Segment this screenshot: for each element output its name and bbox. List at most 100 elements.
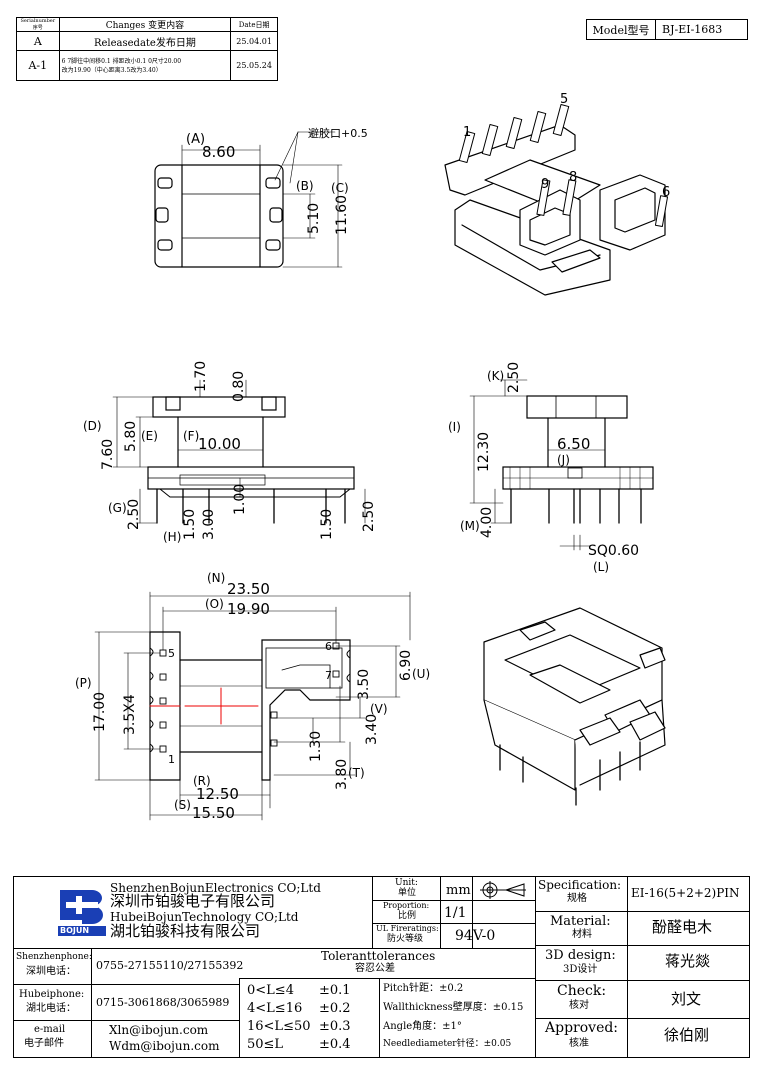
rev-row-a1-change: 6 7脚往中间移0.1 排距改小0.1 0尺寸20.00 改为19.90（中心距… [58, 50, 232, 81]
material-label-cn: 材料 [572, 929, 592, 940]
rev-row-a1-change-line1: 6 7脚往中间移0.1 排距改小0.1 0尺寸20.00 [61, 57, 182, 65]
pin-label-5: 5 [168, 647, 175, 660]
projection-symbol-icon [480, 881, 526, 899]
dim-1700: 17.00 [92, 692, 108, 732]
tolerance-title-cn: 容忍公差 [355, 963, 395, 974]
tolerance-range: 4<L≤16 [247, 1001, 303, 1016]
tolerance-row: 50≤L ±0.4 [247, 1036, 377, 1054]
company-cn-2: 湖北铂骏科技有限公司 [110, 922, 261, 940]
dim-35x4: 3.5X4 [122, 694, 138, 735]
dim-1250: 12.50 [196, 785, 239, 803]
dim-250b: 2.50 [361, 501, 377, 532]
dim-label-c: (C) [331, 181, 349, 195]
sz-phone-label-cn: 深圳电话： [26, 966, 76, 977]
bottom-view-centerlines [149, 687, 259, 725]
dim-label-b: (B) [296, 179, 314, 193]
design-label-cn: 3D设计 [563, 964, 598, 975]
side-view [469, 379, 654, 551]
dim-400: 4.00 [479, 507, 495, 538]
iso-view-top-pin-labels: 1 5 9 8 6 [463, 92, 670, 200]
dim-100: 1.00 [232, 484, 248, 515]
title-block: BOJUN ShenzhenBojunElectronics CO;Ltd 深圳… [13, 876, 750, 1058]
dim-1990: 19.90 [227, 600, 270, 618]
material-label: Material: [550, 914, 611, 929]
spec-value: EI-16(5+2+2)PIN [631, 886, 740, 900]
dim-label-a: (A) [186, 132, 205, 147]
proportion-label-cn: 比例 [398, 911, 417, 921]
dim-sq060: SQ0.60 [588, 543, 639, 559]
top-view-labels: (A) 8.60 避胶口+0.5 (B) 5.10 (C) 11.60 [186, 126, 368, 235]
dim-380: 3.80 [334, 759, 350, 790]
dim-350: 3.50 [356, 669, 372, 700]
hb-phone-label: Hubeiphone: [19, 989, 85, 1000]
front-view [112, 379, 366, 524]
dim-690: 6.90 [398, 650, 414, 681]
wall-tolerance: Wallthickness壁厚度：±0.15 [383, 1002, 524, 1013]
dim-label-e: (E) [141, 429, 158, 443]
email-label: e-mail [34, 1024, 66, 1035]
dim-250a: 2.50 [126, 499, 142, 530]
dim-170: 1.70 [193, 361, 209, 392]
dim-value-a: 8.60 [202, 143, 235, 161]
pitch-tolerance: Pitch针距：±0.2 [383, 983, 464, 994]
dim-080: 0.80 [231, 371, 247, 402]
side-view-labels: (K) 2.50 (I) 12.30 6.50 (J) (M) 4.00 SQ0… [448, 362, 639, 574]
revision-table: Serialnumber序号 Changes 变更内容 Date日期 A Rel… [16, 17, 278, 81]
model-label: Model型号 [586, 19, 656, 40]
spec-label-cn: 规格 [567, 893, 587, 904]
dim-1000: 10.00 [198, 435, 241, 453]
material-value: 酚醛电木 [652, 918, 713, 936]
rev-row-a1-date: 25.05.24 [230, 50, 278, 81]
tolerance-range: 16<L≤50 [247, 1019, 311, 1034]
sz-phone-label: Shenzhenphone: [16, 952, 92, 962]
dim-340: 3.40 [364, 714, 380, 745]
check-value: 刘文 [671, 990, 702, 1008]
bojun-logo-icon [58, 890, 106, 936]
dim-580: 5.80 [123, 421, 139, 452]
dim-label-f: (F) [183, 429, 199, 443]
dim-650: 6.50 [557, 435, 590, 453]
dim-label-p: (P) [75, 676, 92, 690]
dim-2350: 23.50 [227, 580, 270, 598]
company-en-2: HubeiBojunTechnology CO;Ltd [110, 910, 299, 924]
dim-note-gate: 避胶口+0.5 [308, 126, 368, 140]
tolerance-row: 4<L≤16 ±0.2 [247, 1000, 377, 1018]
approved-label: Approved: [545, 1020, 619, 1036]
top-view [154, 131, 343, 268]
ul-label-cn: 防火等级 [387, 934, 424, 944]
sz-phone: 0755-27155110/27155392 [96, 959, 244, 972]
iso-pin-9: 9 [541, 177, 549, 192]
design-value: 蒋光燚 [665, 952, 711, 970]
dim-label-j: (J) [557, 453, 570, 467]
dim-label-t: (T) [348, 766, 365, 780]
dim-150b: 1.50 [319, 509, 335, 540]
tolerance-range: 50≤L [247, 1037, 284, 1052]
tolerance-row: 0<L≤4±0.1 [247, 982, 377, 1000]
tolerance-table: 0<L≤4±0.1 4<L≤16 ±0.2 16<L≤50±0.3 50≤L ±0.… [247, 982, 377, 1054]
tolerance-value: ±0.2 [319, 1001, 351, 1016]
iso-pin-5: 5 [560, 92, 568, 107]
dim-label-u: (U) [412, 667, 430, 681]
dim-760: 7.60 [100, 439, 116, 470]
dim-label-k: (K) [487, 369, 504, 383]
dim-value-c: 11.60 [334, 195, 350, 235]
design-label: 3D design: [545, 948, 616, 963]
ul-label: UL Fireratings: [376, 924, 439, 933]
iso-pin-6: 6 [662, 185, 670, 200]
tolerance-row: 16<L≤50±0.3 [247, 1018, 377, 1036]
dim-label-h: (H) [163, 530, 181, 544]
tolerance-value: ±0.4 [319, 1037, 351, 1052]
approved-label-cn: 核准 [569, 1038, 589, 1049]
pin-label-1: 1 [168, 753, 175, 766]
dim-side-250: 2.50 [506, 362, 522, 393]
tolerance-range: 0<L≤4 [247, 983, 294, 998]
iso-pin-1: 1 [463, 125, 471, 140]
dim-label-v: (V) [370, 702, 388, 716]
dim-value-b: 5.10 [306, 203, 322, 234]
model-value: BJ-EI-1683 [655, 19, 748, 40]
front-view-labels: 1.70 0.80 (D) 7.60 (E) 5.80 (F) 10.00 (G… [83, 361, 377, 544]
company-cn-1: 深圳市铂骏电子有限公司 [110, 892, 276, 910]
proportion-label: Proportion: [383, 901, 430, 910]
unit-value: mm [446, 883, 471, 898]
